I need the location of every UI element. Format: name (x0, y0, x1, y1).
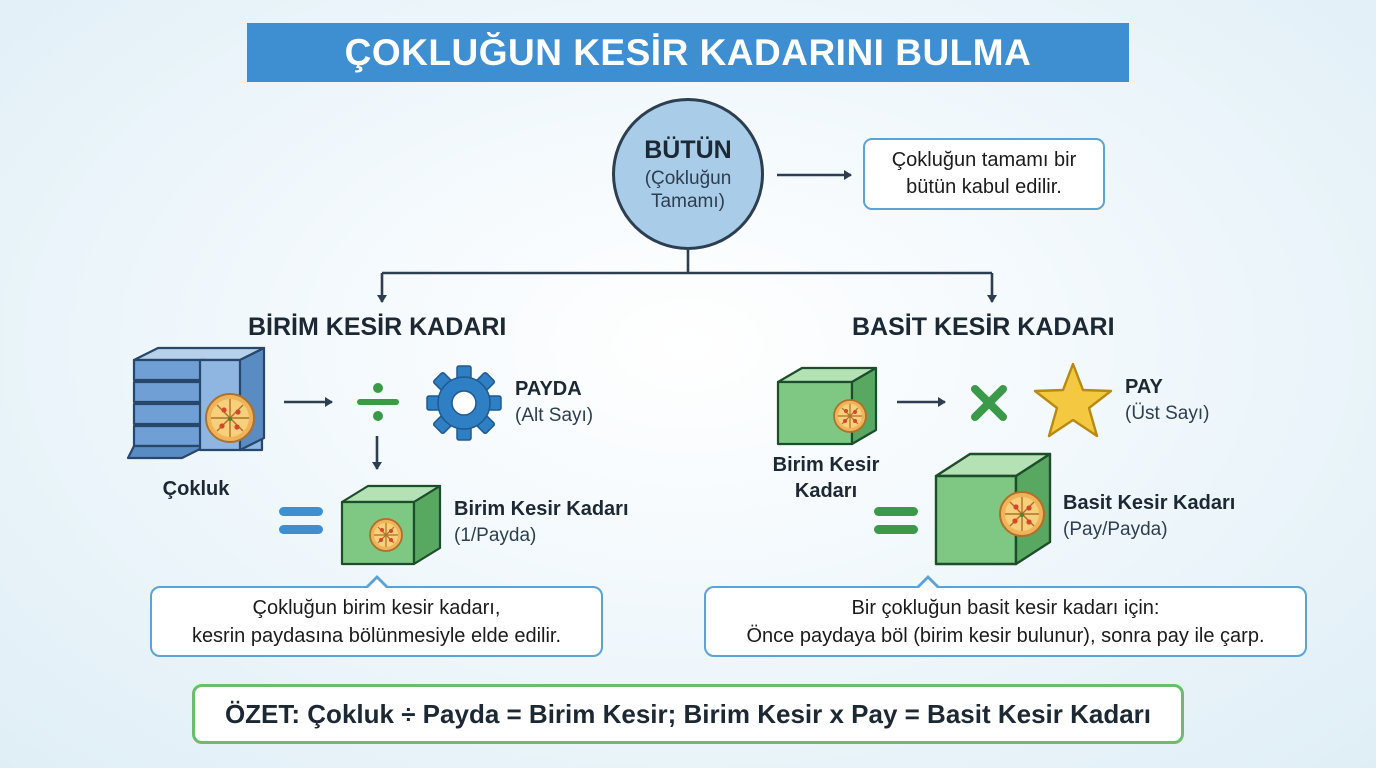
whole-label: BÜTÜN (644, 135, 732, 164)
pizza-icon (205, 393, 255, 443)
simple-note-line1: Bir çokluğun basit kesir kadarı için: (851, 596, 1160, 619)
pizza-icon (369, 518, 403, 552)
pizza-icon (999, 491, 1045, 537)
multiply-icon (971, 385, 1007, 421)
simple-note-line2: Önce paydaya böl (birim kesir bulunur), … (746, 624, 1265, 647)
unit-note-line2: kesrin paydasına bölünmesiyle elde edili… (191, 624, 562, 647)
equals-icon (279, 507, 323, 534)
simple-fraction-title: BASİT KESİR KADARI (852, 313, 1115, 341)
simple-fraction-note: Bir çokluğun basit kesir kadarı için: Ön… (704, 575, 1307, 657)
divisor-sublabel: (Alt Sayı) (515, 405, 594, 426)
unit-fraction-note: Çokluğun birim kesir kadarı, kesrin payd… (150, 575, 603, 657)
pizza-icon (833, 399, 867, 433)
unit-result-sublabel: (1/Payda) (454, 525, 537, 546)
star-icon (1033, 362, 1113, 438)
unit-result-label: Birim Kesir Kadarı (454, 498, 629, 520)
simple-result-sublabel: (Pay/Payda) (1063, 519, 1168, 540)
whole-note: Çokluğun tamamı bir bütün kabul edilir. (863, 138, 1105, 210)
stacked-boxes-icon (126, 346, 266, 460)
simple-result-label: Basit Kesir Kadarı (1063, 492, 1236, 514)
gear-icon (426, 365, 502, 441)
box-icon (340, 484, 442, 566)
collection-label: Çokluk (162, 478, 230, 500)
multiplier-sublabel: (Üst Sayı) (1125, 403, 1210, 424)
box-icon (776, 366, 878, 446)
unit-fraction-title: BİRİM KESİR KADARI (248, 313, 507, 341)
equals-icon (874, 507, 918, 534)
whole-circle: BÜTÜN (Çokluğun Tamamı) (612, 98, 764, 250)
summary-box: ÖZET: Çokluk ÷ Payda = Birim Kesir; Biri… (192, 684, 1184, 744)
divide-icon (357, 383, 399, 421)
simple-input-label: Birim Kesir Kadarı (772, 454, 880, 502)
whole-sublabel: (Çokluğun Tamamı) (644, 167, 732, 212)
unit-note-line1: Çokluğun birim kesir kadarı, (252, 596, 501, 619)
multiplier-label: PAY (1125, 376, 1163, 398)
page-title: ÇOKLUĞUN KESİR KADARINI BULMA (247, 23, 1129, 82)
box-icon (934, 452, 1052, 566)
divisor-label: PAYDA (515, 378, 582, 400)
